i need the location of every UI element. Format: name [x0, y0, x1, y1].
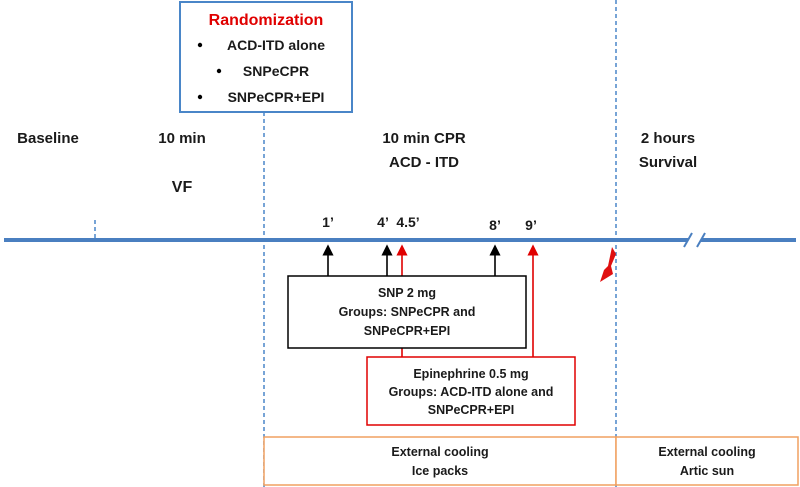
cooling-ice-title: External cooling	[391, 445, 488, 459]
timepoint-4-min: 4’	[377, 214, 389, 230]
epi-dose: Epinephrine 0.5 mg	[413, 367, 528, 381]
phase-survival-duration: 2 hours	[641, 130, 695, 147]
cooling-ice-method: Ice packs	[412, 464, 468, 478]
cooling-box-ice-packs: External cooling Ice packs	[263, 436, 617, 486]
bullet-icon	[216, 68, 222, 74]
phase-vf-duration: 10 min	[158, 130, 206, 147]
phase-cpr-method: ACD - ITD	[389, 154, 459, 171]
epinephrine-dosing-box: Epinephrine 0.5 mg Groups: ACD-ITD alone…	[366, 356, 576, 426]
timeline-break-mark	[696, 232, 706, 248]
phase-cpr-duration: 10 min CPR	[382, 130, 466, 147]
randomization-box: Randomization ACD-ITD alone SNPeCPR SNPe…	[179, 1, 353, 113]
snp-groups-cont: SNPeCPR+EPI	[364, 324, 451, 338]
randomization-item-3: SNPeCPR+EPI	[228, 89, 325, 105]
phase-vf-label: VF	[172, 179, 193, 196]
cooling-artic-method: Artic sun	[680, 464, 734, 478]
randomization-item-2: SNPeCPR	[243, 63, 309, 79]
timeline	[4, 232, 796, 248]
defibrillation-icon	[600, 247, 616, 282]
bullet-icon	[197, 94, 203, 100]
bullet-icon	[197, 42, 203, 48]
randomization-item-1: ACD-ITD alone	[227, 37, 325, 53]
phase-baseline-label: Baseline	[17, 130, 79, 147]
epi-groups-cont: SNPeCPR+EPI	[428, 403, 515, 417]
cooling-artic-title: External cooling	[658, 445, 755, 459]
snp-dosing-box: SNP 2 mg Groups: SNPeCPR and SNPeCPR+EPI	[287, 275, 527, 349]
timepoint-9-min: 9’	[525, 217, 537, 233]
timepoint-8-min: 8’	[489, 217, 501, 233]
timepoint-1-min: 1’	[322, 214, 334, 230]
randomization-title: Randomization	[209, 12, 324, 29]
timeline-break-mark	[683, 232, 693, 248]
snp-dose: SNP 2 mg	[378, 286, 436, 300]
snp-groups: Groups: SNPeCPR and	[339, 305, 476, 319]
timepoint-4-5-min: 4.5’	[396, 214, 419, 230]
phase-survival-label: Survival	[639, 154, 697, 171]
epi-groups: Groups: ACD-ITD alone and	[389, 385, 554, 399]
cooling-box-artic-sun: External cooling Artic sun	[615, 436, 799, 486]
